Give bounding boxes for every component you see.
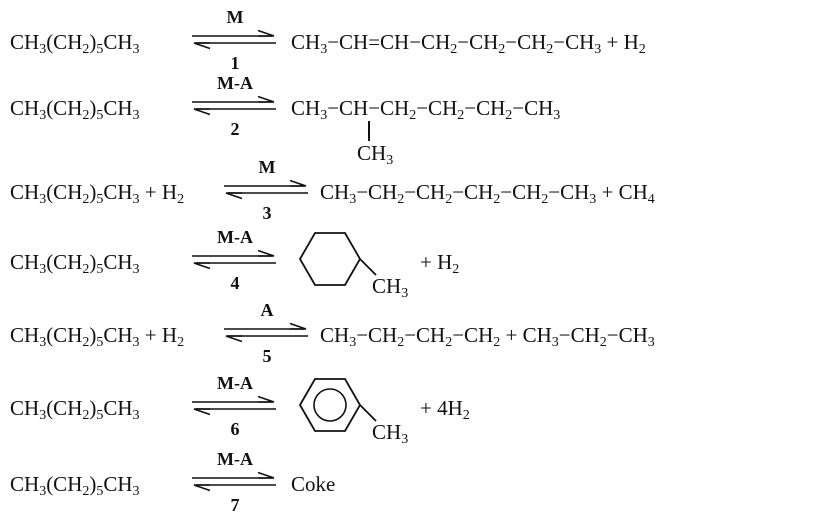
equilibrium-arrow-3 [224,179,308,200]
cyclohexane-ring-icon [298,232,377,286]
reactant-3: CH3(CH2)5CH3 + H2 [10,180,185,208]
byproduct-4: + H2 [420,250,460,278]
reactant-5: CH3(CH2)5CH3 + H2 [10,323,185,351]
catalyst-5: A [260,300,274,320]
product-2: CH3−CH−CH2−CH2−CH2−CH3 [291,96,561,124]
reactant-2: CH3(CH2)5CH3 [10,96,140,124]
step-number-5: 5 [262,346,272,366]
reactant-4: CH3(CH2)5CH3 [10,250,140,278]
reactant-6: CH3(CH2)5CH3 [10,396,140,424]
step-number-4: 4 [230,273,240,293]
product-3: CH3−CH2−CH2−CH2−CH2−CH3 + CH4 [320,180,655,208]
equilibrium-arrow-1 [192,29,276,50]
equilibrium-arrow-5 [224,322,308,343]
step-number-7: 7 [230,495,240,515]
product-7: Coke [291,472,336,496]
byproduct-6: + 4H2 [420,396,470,424]
product-1: CH3−CH=CH−CH2−CH2−CH2−CH3 + H2 [291,30,646,58]
catalyst-2: M-A [217,73,253,93]
reactant-1: CH3(CH2)5CH3 [10,30,140,58]
benzene-ring-icon [298,378,377,432]
step-number-3: 3 [262,203,272,223]
equilibrium-arrow-2 [192,95,276,116]
catalyst-1: M [226,7,244,27]
branch-methyl-2: CH3 [357,141,394,169]
step-number-6: 6 [230,419,240,439]
branch-bond-2 [368,121,370,141]
equilibrium-arrow-7 [192,471,276,492]
catalyst-6: M-A [217,373,253,393]
product-5: CH3−CH2−CH2−CH2 + CH3−CH2−CH3 [320,323,655,351]
substituent-methyl-4: CH3 [372,274,409,302]
catalyst-3: M [258,157,276,177]
equilibrium-arrow-4 [192,249,276,270]
equilibrium-arrow-6 [192,395,276,416]
step-number-1: 1 [230,53,240,73]
catalyst-7: M-A [217,449,253,469]
step-number-2: 2 [230,119,240,139]
substituent-methyl-6: CH3 [372,420,409,448]
reactant-7: CH3(CH2)5CH3 [10,472,140,500]
catalyst-4: M-A [217,227,253,247]
